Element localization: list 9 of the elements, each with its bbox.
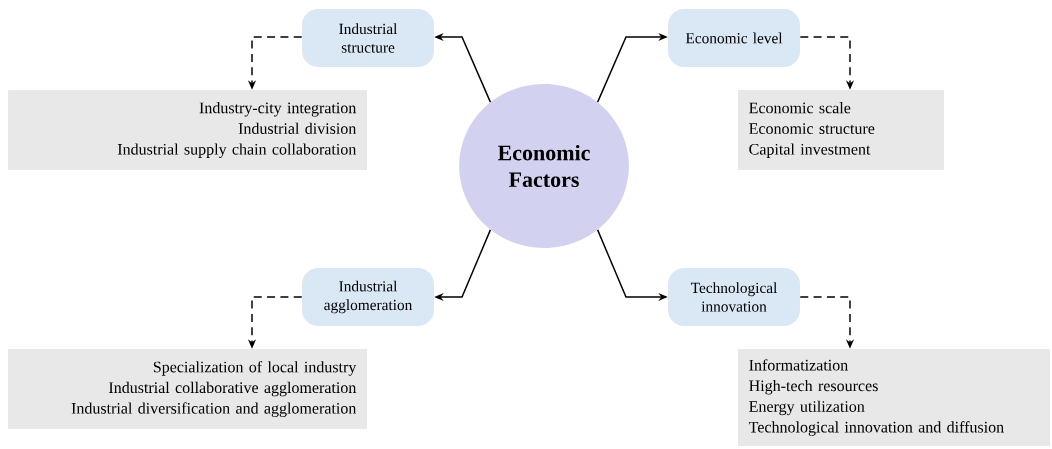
list-box: Informatization High-tech resources Energy utilization Technological innovation and diffusion (738, 348, 1050, 446)
topic-box: Industrial structure (302, 9, 434, 67)
topic-box: Industrial agglomeration (302, 268, 434, 326)
list-box: Specialization of local industry Industrial collaborative agglomeration Industrial diversification and agglomeration (8, 349, 367, 429)
topic-box: Economic level (668, 9, 800, 67)
list-box: Economic scale Economic structure Capital investment (738, 90, 944, 170)
circle-node: Economic Factors (459, 84, 629, 248)
topic-box: Technological innovation (668, 268, 800, 326)
list-box: Industry-city integration Industrial division Industrial supply chain collaboration (8, 90, 367, 170)
